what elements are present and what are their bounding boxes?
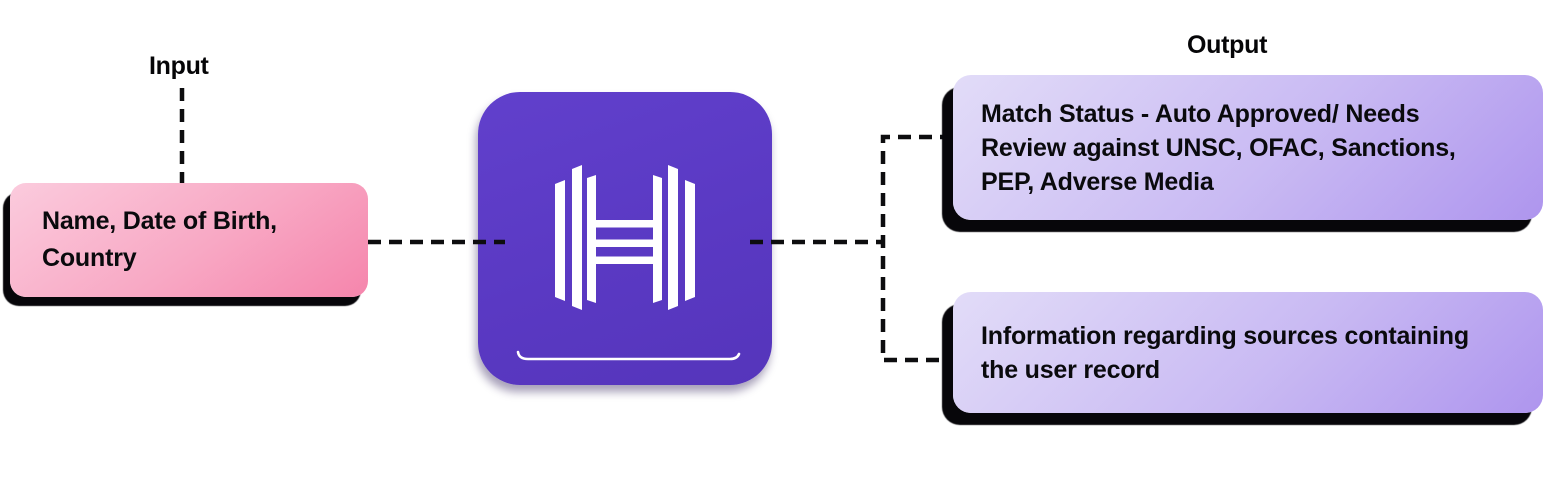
output-card-source-info: Information regarding sources containing… xyxy=(953,292,1543,413)
logo-smile-underline xyxy=(516,350,741,361)
output-section-label: Output xyxy=(1187,31,1268,59)
output-card-line: Information regarding sources containing xyxy=(981,321,1469,350)
hyperverge-logo-tile xyxy=(478,92,772,385)
input-section-label: Input xyxy=(149,52,209,80)
output-card-line: Match Status - Auto Approved/ Needs xyxy=(981,99,1420,128)
output-card-line: Review against UNSC, OFAC, Sanctions, xyxy=(981,133,1456,162)
output-card-match-status: Match Status - Auto Approved/ Needs Revi… xyxy=(953,75,1543,220)
output-card-line: the user record xyxy=(981,355,1161,384)
hyperverge-h-icon xyxy=(516,165,741,361)
input-card: Name, Date of Birth, Country xyxy=(10,183,368,297)
connector-branch-to-outputs xyxy=(880,134,953,363)
output-card-line: PEP, Adverse Media xyxy=(981,167,1214,196)
input-card-line: Name, Date of Birth, xyxy=(42,207,277,235)
input-card-line: Country xyxy=(42,244,137,272)
